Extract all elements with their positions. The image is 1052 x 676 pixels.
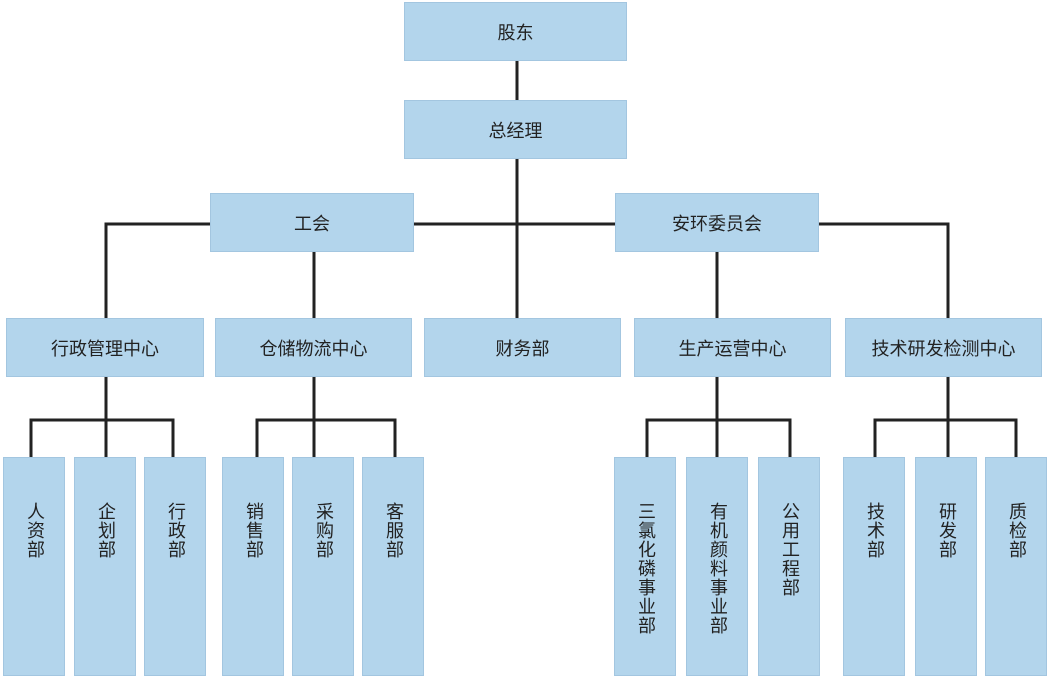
node-label: 技术部: [864, 502, 885, 559]
node-dept-utilities: 公用工程部: [758, 457, 820, 676]
node-label: 财务部: [495, 338, 550, 360]
node-dept-sales: 销售部: [222, 457, 284, 676]
node-dept-procurement: 采购部: [292, 457, 354, 676]
node-label: 质检部: [1006, 502, 1027, 559]
node-union: 工会: [210, 193, 414, 252]
node-dept-planning: 企划部: [74, 457, 136, 676]
node-shareholders: 股东: [404, 2, 627, 61]
node-label: 生产运营中心: [678, 338, 787, 360]
node-dept-hr: 人资部: [3, 457, 65, 676]
node-label: 工会: [294, 213, 330, 235]
node-label: 行政部: [165, 502, 186, 559]
node-label: 安环委员会: [672, 213, 762, 235]
node-dept-pigment-division: 有机颜料事业部: [686, 457, 748, 676]
node-dept-technology: 技术部: [843, 457, 905, 676]
node-label: 股东: [497, 22, 534, 44]
node-safety-env-committee: 安环委员会: [615, 193, 819, 252]
node-storage-center: 仓储物流中心: [215, 318, 412, 377]
node-label: 客服部: [383, 502, 404, 559]
node-dept-customer-service: 客服部: [362, 457, 424, 676]
node-label: 仓储物流中心: [259, 338, 368, 360]
node-label: 研发部: [936, 502, 957, 559]
node-finance-dept: 财务部: [424, 318, 621, 377]
node-label: 三氯化磷事业部: [635, 502, 656, 635]
node-label: 有机颜料事业部: [707, 502, 728, 635]
node-label: 人资部: [24, 502, 45, 559]
node-label: 公用工程部: [779, 502, 800, 597]
node-production-center: 生产运营中心: [634, 318, 831, 377]
node-dept-administration: 行政部: [144, 457, 206, 676]
node-dept-pcl3-division: 三氯化磷事业部: [614, 457, 676, 676]
node-general-manager: 总经理: [404, 100, 627, 159]
node-label: 采购部: [313, 502, 334, 559]
node-label: 技术研发检测中心: [871, 338, 1016, 360]
node-label: 企划部: [95, 502, 116, 559]
node-label: 总经理: [488, 120, 543, 142]
node-tech-center: 技术研发检测中心: [845, 318, 1042, 377]
node-label: 行政管理中心: [51, 338, 159, 360]
node-dept-rnd: 研发部: [915, 457, 977, 676]
node-label: 销售部: [243, 502, 264, 559]
node-dept-quality: 质检部: [985, 457, 1047, 676]
node-admin-center: 行政管理中心: [6, 318, 204, 377]
